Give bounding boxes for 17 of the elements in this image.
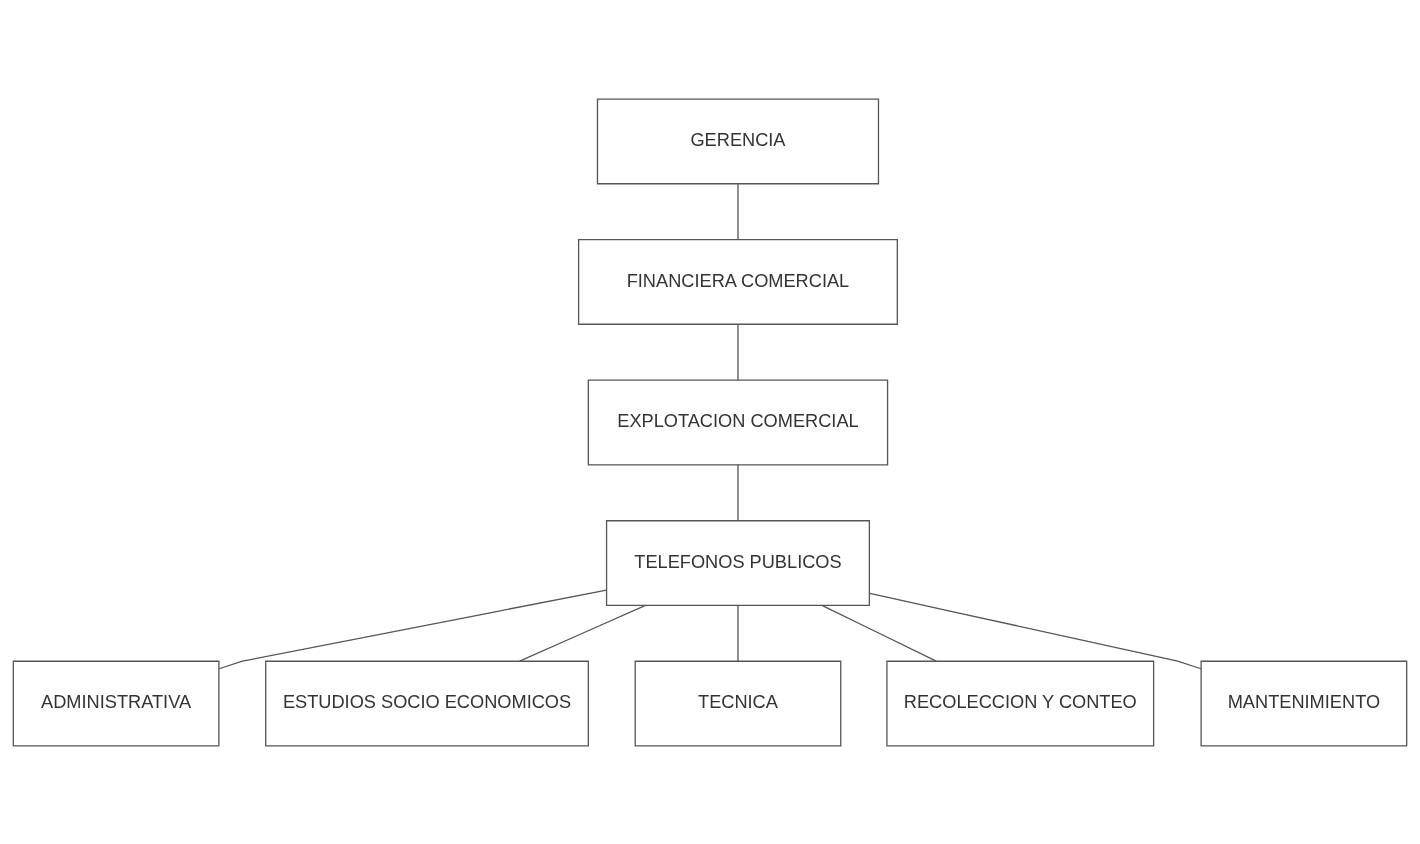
- connector: [869, 592, 1202, 669]
- connector: [737, 463, 739, 521]
- node-box: MANTENIMIENTO: [1200, 660, 1408, 746]
- connector: [821, 604, 937, 662]
- node-box: FINANCIERA COMERCIAL: [577, 238, 898, 325]
- connector: [737, 182, 739, 240]
- node-box: TECNICA: [634, 660, 842, 746]
- node-box: ESTUDIOS SOCIO ECONOMICOS: [265, 660, 589, 746]
- node-box: TELEFONOS PUBLICOS: [605, 519, 870, 606]
- node-box: EXPLOTACION COMERCIAL: [587, 379, 889, 465]
- node-box: ADMINISTRATIVA: [12, 660, 220, 746]
- connector: [519, 604, 647, 662]
- node-box: GERENCIA: [596, 98, 880, 184]
- connector: [218, 588, 608, 669]
- connector: [737, 604, 739, 662]
- node-box: RECOLECCION Y CONTEO: [886, 660, 1155, 746]
- connector: [737, 323, 739, 381]
